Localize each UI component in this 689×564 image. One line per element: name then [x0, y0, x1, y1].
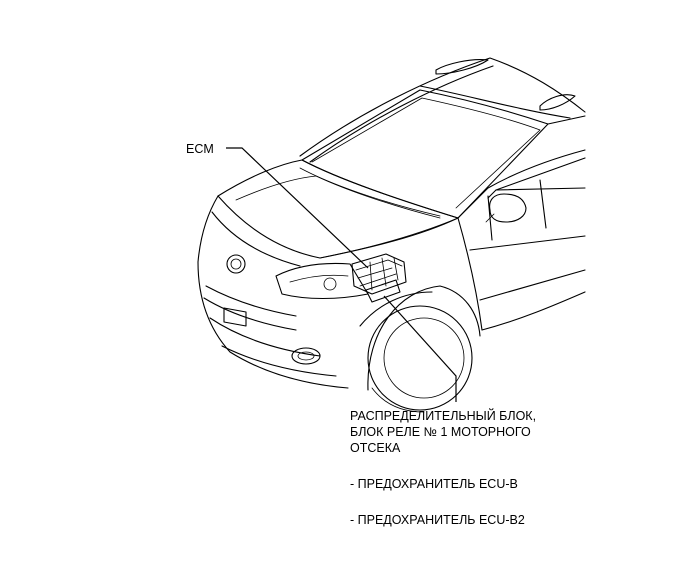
side-mirror [485, 193, 527, 223]
body-side [457, 115, 586, 331]
headlight [275, 263, 369, 300]
ecm-leader-line [226, 147, 369, 269]
front-fascia [197, 195, 349, 389]
junction-block-label-line-1: РАСПРЕДЕЛИТЕЛЬНЫЙ БЛОК, [350, 409, 537, 423]
fog-light [291, 347, 321, 365]
junction-block-label-line-3: ОТСЕКА [350, 441, 401, 455]
fuse-ecu-b2-label: - ПРЕДОХРАНИТЕЛЬ ECU-B2 [350, 513, 525, 527]
junction-block-label-line-2: БЛОК РЕЛЕ № 1 МОТОРНОГО [350, 425, 531, 439]
front-wheel [359, 285, 481, 413]
ecm-label: ECM [186, 142, 214, 156]
roof [299, 57, 586, 163]
fuse-ecu-b-label: - ПРЕДОХРАНИТЕЛЬ ECU-B [350, 477, 518, 491]
leader-lines [226, 147, 457, 402]
junction-block-leader-line [383, 295, 457, 402]
junction-block-label: РАСПРЕДЕЛИТЕЛЬНЫЙ БЛОК, БЛОК РЕЛЕ № 1 МО… [350, 408, 536, 456]
hood [217, 159, 459, 259]
windshield [299, 89, 549, 219]
engine-compartment-components [351, 253, 407, 303]
